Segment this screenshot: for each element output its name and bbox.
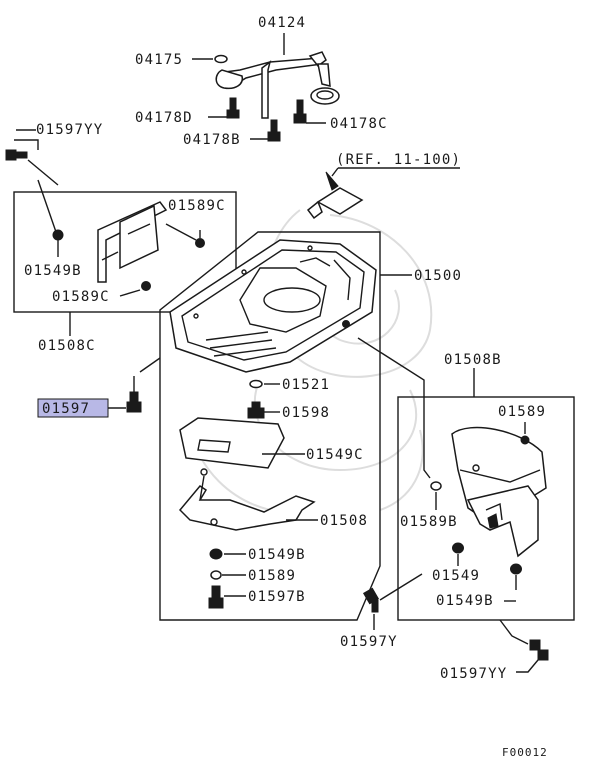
label-01589-right: 01589 — [498, 404, 546, 420]
washer-01589-mid — [210, 570, 222, 580]
nut-01589c-top — [195, 238, 205, 248]
label-04175: 04175 — [135, 52, 183, 68]
label-01597B: 01597B — [248, 589, 306, 605]
label-01589-mid: 01589 — [248, 568, 296, 584]
nut-01549b-mid — [209, 548, 223, 560]
bracket-box-01508c — [13, 191, 237, 313]
label-01500: 01500 — [414, 268, 462, 284]
sealant-tube-icon — [306, 171, 364, 220]
bolt-01597yy-bottom — [529, 639, 549, 661]
baffle-plate-01549c — [179, 417, 285, 469]
label-01589B: 01589B — [400, 514, 458, 530]
label-01598: 01598 — [282, 405, 330, 421]
oil-pan-stiffener-01508 — [178, 468, 316, 531]
label-01589C-left: 01589C — [52, 289, 110, 305]
label-01508C: 01508C — [38, 338, 96, 354]
nut-01589-right — [520, 435, 530, 445]
label-01597Y: 01597Y — [340, 634, 398, 650]
cover-01508b — [451, 426, 547, 558]
label-01508B: 01508B — [444, 352, 502, 368]
bolt-01597yy-top — [5, 149, 28, 161]
ref-label: (REF. 11-100) — [336, 152, 461, 168]
label-01508: 01508 — [320, 513, 368, 529]
nut-01549 — [452, 542, 464, 554]
bolt-01597b — [208, 585, 224, 609]
label-04124: 04124 — [258, 15, 306, 31]
nut-01549b-right — [510, 563, 522, 575]
label-01597-highlighted: 01597 — [42, 401, 90, 417]
label-01549B-left: 01549B — [24, 263, 82, 279]
nut-01589c-left — [141, 281, 151, 291]
bracket-01508c — [97, 201, 168, 283]
label-04178B: 04178B — [183, 132, 241, 148]
label-01589C-top: 01589C — [168, 198, 226, 214]
label-01597YY-top: 01597YY — [36, 122, 103, 138]
bracket-box-01508b — [397, 396, 575, 621]
label-01597YY-bottom: 01597YY — [440, 666, 507, 682]
figure-code: F00012 — [502, 746, 548, 759]
label-04178C: 04178C — [330, 116, 388, 132]
nut-01589b — [430, 481, 442, 491]
oil-strainer-group — [192, 33, 340, 142]
label-01549C: 01549C — [306, 447, 364, 463]
bolt-01597y — [362, 587, 380, 613]
label-01521: 01521 — [282, 377, 330, 393]
drain-plug-01598 — [247, 401, 265, 419]
label-04178D: 04178D — [135, 110, 193, 126]
label-01549: 01549 — [432, 568, 480, 584]
drain-gasket-01521 — [249, 379, 263, 389]
bolt-01597-highlighted — [126, 391, 142, 413]
oil-pan-assembly-box — [159, 231, 381, 621]
oil-pan-01500 — [169, 239, 377, 373]
label-01549B-mid: 01549B — [248, 547, 306, 563]
label-01549B-right: 01549B — [436, 593, 494, 609]
